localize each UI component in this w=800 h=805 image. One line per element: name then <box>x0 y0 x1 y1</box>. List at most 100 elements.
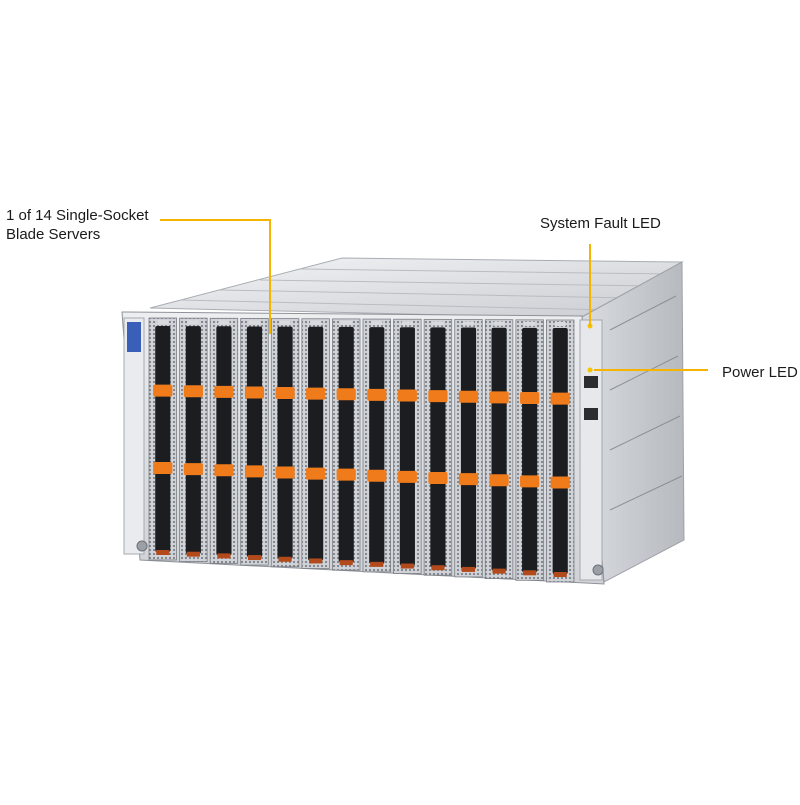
blade-bottom-tab <box>523 570 537 576</box>
blade-label-tab <box>524 321 536 326</box>
chassis-screw-right <box>592 564 604 576</box>
blade-bottom-tab <box>156 550 170 555</box>
callout-label-blade-line1: 1 of 14 Single-Socket <box>6 207 149 224</box>
blade-server-8 <box>362 318 391 573</box>
blade-bottom-tab <box>309 558 323 564</box>
blade-latch-2 <box>275 466 295 479</box>
blade-handle <box>399 327 415 566</box>
blade-latch-1 <box>520 391 540 404</box>
blade-latch-2 <box>214 464 234 477</box>
network-port-1 <box>584 376 598 388</box>
blade-bottom-tab <box>492 568 506 574</box>
blade-handle <box>185 326 201 554</box>
chassis-top-ribs <box>179 268 669 311</box>
blade-bottom-tab <box>400 563 414 569</box>
blade-handle <box>308 326 324 561</box>
blade-latch-1 <box>458 390 479 403</box>
blade-latch-2 <box>153 462 173 475</box>
callout-label-power-led: Power LED <box>722 364 798 381</box>
blade-latch-1 <box>153 384 173 397</box>
blade-handle <box>155 326 171 552</box>
blade-label-tab <box>248 320 261 325</box>
blade-handle <box>338 326 354 563</box>
blade-latch-2 <box>458 473 479 486</box>
blade-server-9 <box>393 318 422 574</box>
blade-latch-1 <box>244 386 265 399</box>
blade-bottom-tab <box>461 566 476 572</box>
blade-latch-2 <box>428 472 448 485</box>
blade-handle <box>491 327 507 571</box>
blade-label-tab <box>432 321 444 326</box>
blade-server-12 <box>484 319 514 580</box>
blade-server-3 <box>209 317 239 564</box>
blade-bay-group <box>148 317 575 583</box>
blade-latch-2 <box>397 470 417 483</box>
blade-bottom-tab <box>370 561 384 567</box>
blade-latch-1 <box>550 392 570 405</box>
blade-latch-2 <box>489 474 509 487</box>
blade-latch-1 <box>214 385 234 398</box>
blade-latch-2 <box>336 468 356 481</box>
chassis-side-vents <box>609 295 683 511</box>
blade-latch-1 <box>428 390 448 403</box>
blade-latch-2 <box>306 467 326 480</box>
blade-label-tab <box>401 321 413 326</box>
blade-latch-1 <box>367 388 387 401</box>
blade-handle <box>460 327 477 569</box>
blade-latch-2 <box>367 469 387 482</box>
blade-label-tab <box>187 320 199 325</box>
blade-bottom-tab <box>553 572 567 577</box>
blade-bottom-tab <box>186 551 200 557</box>
blade-latch-2 <box>550 476 570 489</box>
blade-handle <box>522 327 538 573</box>
blade-latch-1 <box>183 385 203 398</box>
blade-label-tab <box>310 320 322 325</box>
blade-label-tab <box>218 320 230 325</box>
blade-handle <box>246 326 263 558</box>
blade-latch-1 <box>336 388 356 401</box>
blade-label-tab <box>554 322 566 326</box>
power-led <box>587 367 593 373</box>
blade-handle <box>369 327 385 564</box>
blade-latch-2 <box>520 475 540 488</box>
blade-label-tab <box>279 320 291 325</box>
blade-latch-2 <box>244 465 265 478</box>
chassis-screw-left <box>136 540 148 552</box>
chassis-left-module <box>123 317 145 555</box>
blade-handle <box>216 326 232 556</box>
callout-line-blade <box>160 219 271 334</box>
chassis-right-module <box>579 319 603 581</box>
blade-bottom-tab <box>431 565 445 571</box>
network-port-2 <box>584 408 598 420</box>
blade-latch-1 <box>397 389 417 402</box>
blade-latch-1 <box>275 387 295 400</box>
blade-label-tab <box>493 321 505 326</box>
blade-server-14 <box>546 319 575 583</box>
callout-label-blade-servers: 1 of 14 Single-Socket Blade Servers <box>6 206 149 244</box>
blade-label-tab <box>157 320 169 324</box>
blade-bottom-tab <box>247 555 262 561</box>
blade-server-10 <box>423 318 453 576</box>
blade-server-6 <box>301 318 330 569</box>
blade-bottom-tab <box>278 556 292 562</box>
blade-bottom-tab <box>217 553 231 559</box>
blade-server-5 <box>270 318 300 568</box>
blade-latch-1 <box>489 391 509 404</box>
blade-label-tab <box>371 321 383 326</box>
left-module-display <box>127 322 141 352</box>
blade-bottom-tab <box>339 560 353 566</box>
blade-server-4 <box>240 318 269 566</box>
blade-server-7 <box>332 318 361 571</box>
callout-label-system-fault-led: System Fault LED <box>540 215 661 232</box>
blade-label-tab <box>340 320 352 325</box>
blade-server-2 <box>179 317 208 563</box>
blade-handle <box>430 327 446 568</box>
blade-server-11 <box>454 319 483 578</box>
blade-latch-2 <box>183 463 203 476</box>
blade-server-1 <box>148 317 177 561</box>
blade-label-tab <box>462 321 475 326</box>
callout-lines <box>160 219 708 371</box>
blade-latch-1 <box>306 387 326 400</box>
